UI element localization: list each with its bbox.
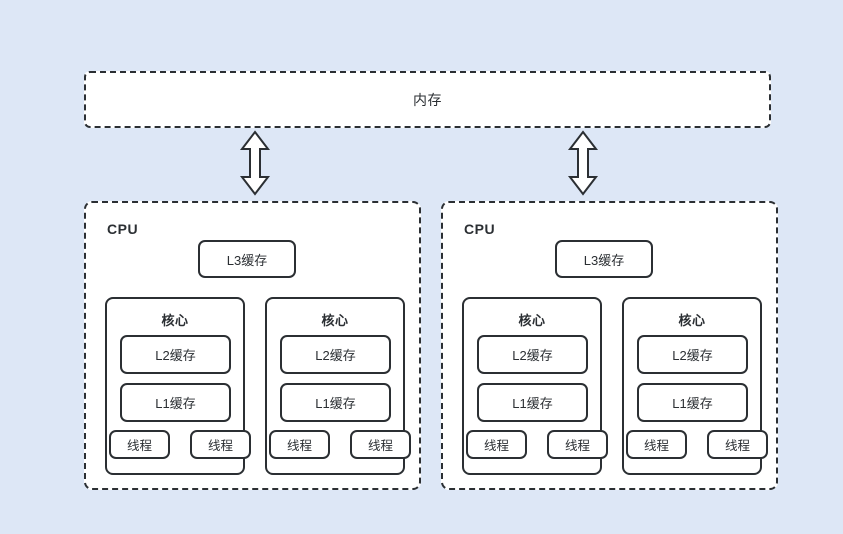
l2-cache-label: L2缓存 [512,348,553,363]
l3-cache-label: L3缓存 [583,252,625,268]
l1-cache-label: L1缓存 [315,396,356,411]
thread-block: 线程 [109,430,170,459]
thread-label: 线程 [483,439,509,453]
cpu-label: CPU [464,221,496,237]
core-block: 核心 L2缓存 L1缓存 线程 线程 [622,297,768,475]
thread-block: 线程 [626,430,687,459]
threads-row: 线程 线程 [269,430,411,459]
core-label: 核心 [518,313,546,328]
cpu-label: CPU [107,221,139,237]
l2-cache-block: L2缓存 [280,335,391,374]
l1-cache-block: L1缓存 [477,383,588,422]
cores-row: 核心 L2缓存 L1缓存 线程 线程 核心 [462,297,768,475]
l1-cache-block: L1缓存 [120,383,231,422]
threads-row: 线程 线程 [109,430,251,459]
cores-row: 核心 L2缓存 L1缓存 线程 线程 核心 [105,297,411,475]
core-label: 核心 [161,313,189,328]
l2-cache-block: L2缓存 [477,335,588,374]
thread-block: 线程 [466,430,527,459]
thread-label: 线程 [126,439,152,453]
l2-cache-block: L2缓存 [637,335,748,374]
memory-block: 内存 [84,71,771,128]
l1-cache-block: L1缓存 [280,383,391,422]
l3-cache-block: L3缓存 [555,240,653,278]
thread-label: 线程 [207,439,233,453]
l2-cache-label: L2缓存 [315,348,356,363]
l2-cache-block: L2缓存 [120,335,231,374]
thread-block: 线程 [547,430,608,459]
thread-label: 线程 [643,439,669,453]
l3-cache-block: L3缓存 [198,240,296,278]
core-label: 核心 [678,313,706,328]
l1-cache-label: L1缓存 [672,396,713,411]
thread-block: 线程 [707,430,768,459]
l1-cache-block: L1缓存 [637,383,748,422]
core-block: 核心 L2缓存 L1缓存 线程 线程 [462,297,608,475]
thread-block: 线程 [269,430,330,459]
l3-cache-label: L3缓存 [226,252,268,268]
core-block: 核心 L2缓存 L1缓存 线程 线程 [265,297,411,475]
thread-label: 线程 [367,439,393,453]
memory-label: 内存 [413,91,442,108]
thread-block: 线程 [350,430,411,459]
thread-label: 线程 [564,439,590,453]
l2-cache-label: L2缓存 [155,348,196,363]
thread-block: 线程 [190,430,251,459]
l1-cache-label: L1缓存 [155,396,196,411]
cpu-block: CPU L3缓存 核心 L2缓存 L1缓存 线程 线程 [84,201,421,490]
double-arrow-icon [566,130,600,196]
thread-label: 线程 [724,439,750,453]
threads-row: 线程 线程 [626,430,768,459]
double-arrow-icon [238,130,272,196]
l1-cache-label: L1缓存 [512,396,553,411]
l2-cache-label: L2缓存 [672,348,713,363]
threads-row: 线程 线程 [466,430,608,459]
core-label: 核心 [321,313,349,328]
thread-label: 线程 [286,439,312,453]
core-block: 核心 L2缓存 L1缓存 线程 线程 [105,297,251,475]
cpu-block: CPU L3缓存 核心 L2缓存 L1缓存 线程 线程 [441,201,778,490]
